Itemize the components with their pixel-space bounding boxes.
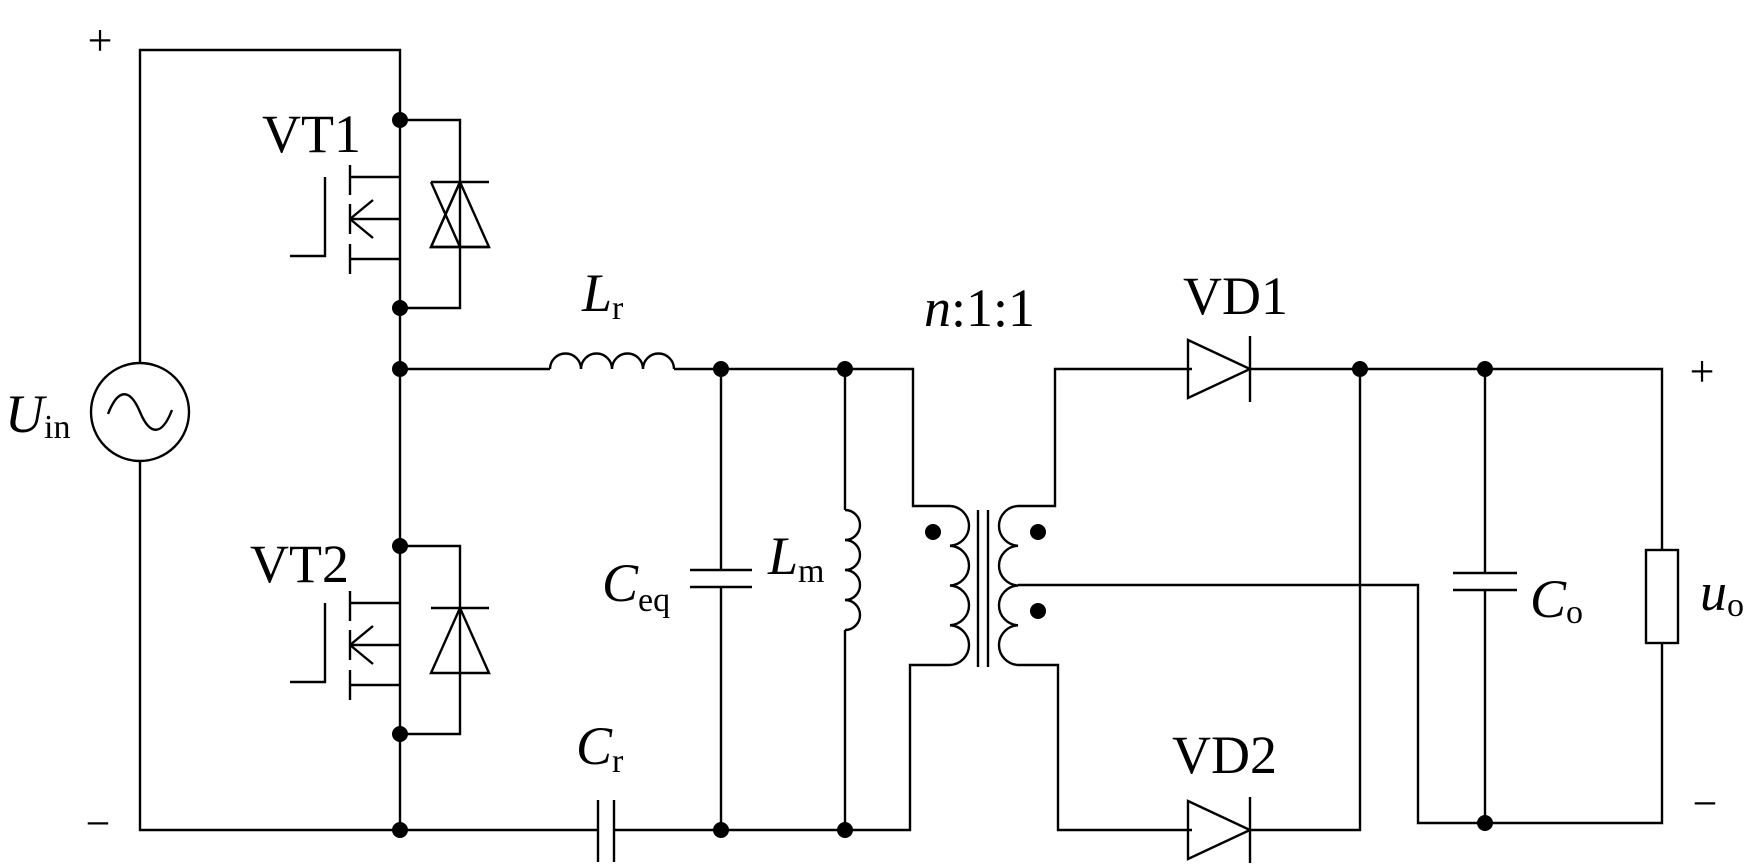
co-label: Co (1530, 569, 1583, 631)
magnetizing-inductor-lm (843, 369, 862, 830)
vt1-label: VT1 (262, 104, 361, 164)
vd1-label: VD1 (1183, 266, 1288, 326)
polarity-dot-secondary-upper (1030, 524, 1046, 540)
junction-co-bottom (1477, 815, 1493, 831)
center-tapped-transformer (925, 367, 1485, 832)
cr-label: Cr (576, 716, 624, 780)
junction-ceq-top (713, 361, 729, 377)
junction-bridge-midpoint (392, 361, 408, 377)
junction-dots (392, 112, 1493, 838)
vt2-label: VT2 (250, 534, 349, 594)
ceq-label: Ceq (602, 553, 670, 619)
diode-vd2 (1186, 369, 1362, 863)
resonant-capacitor-cr (400, 663, 950, 862)
output-minus-sign: − (1693, 779, 1718, 828)
resonant-inductor-lr (400, 352, 950, 508)
junction-vt1-source (392, 300, 408, 316)
junction-vt2-source (392, 726, 408, 742)
junction-vt1-drain (392, 112, 408, 128)
lm-label: Lm (767, 526, 825, 590)
load-resistor (1485, 548, 1680, 825)
vd2-label: VD2 (1172, 725, 1277, 785)
junction-ceq-bottom (713, 822, 729, 838)
input-minus-sign: − (86, 799, 111, 848)
polarity-dot-secondary-lower (1030, 603, 1046, 619)
diode-vd1 (1186, 336, 1664, 550)
equivalent-capacitor-ceq (690, 369, 752, 830)
ac-source-uin (89, 48, 402, 832)
junction-co-top (1477, 361, 1493, 377)
junction-lm-top (837, 361, 853, 377)
output-capacitor-co (1453, 369, 1517, 823)
junction-ground (392, 822, 408, 838)
lr-label: Lr (581, 263, 624, 327)
output-voltage-label: uo (1700, 562, 1744, 624)
junction-lm-bottom (837, 822, 853, 838)
output-plus-sign: + (1690, 347, 1715, 396)
junction-vt2-drain (392, 538, 408, 554)
input-plus-sign: + (88, 16, 113, 65)
mosfet-vt2 (290, 544, 491, 830)
polarity-dot-primary (925, 524, 941, 540)
mosfet-vt1 (290, 118, 491, 310)
source-label: Uin (5, 384, 70, 446)
transformer-ratio-label: n:1:1 (924, 278, 1035, 338)
junction-rectifier-output (1352, 361, 1368, 377)
